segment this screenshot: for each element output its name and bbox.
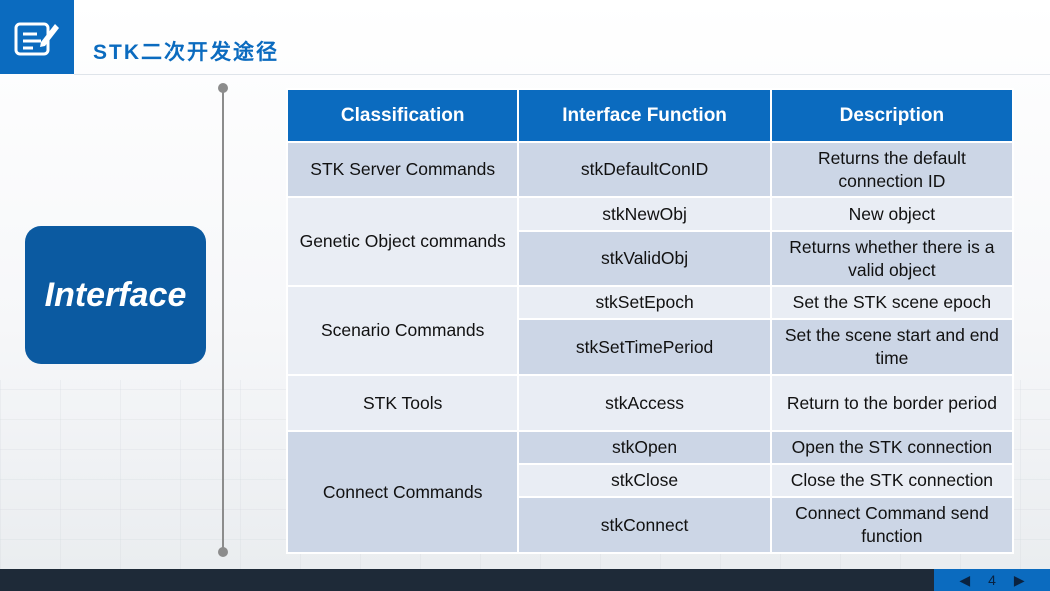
interface-label: Interface xyxy=(44,275,187,314)
table-row: stkValidObj Returns whether there is a v… xyxy=(287,230,1015,287)
table-header-row: Classification Interface Function Descri… xyxy=(285,88,1015,143)
interface-label-box: Interface xyxy=(25,226,206,364)
timeline-dot-top xyxy=(218,83,228,93)
edit-document-icon xyxy=(14,22,59,56)
description-cell: Returns whether there is a valid object xyxy=(769,230,1015,287)
function-cell: stkAccess xyxy=(517,374,772,432)
timeline-line xyxy=(222,88,224,552)
header-description: Description xyxy=(769,88,1015,143)
timeline-dot-bottom xyxy=(218,547,228,557)
table-row: Scenario Commands stkSetEpoch Set the ST… xyxy=(285,285,1015,376)
prev-triangle-icon[interactable]: ◀ xyxy=(959,571,971,588)
classification-cell: Connect Commands xyxy=(285,430,520,554)
pager: ◀ 4 ▶ xyxy=(934,569,1050,591)
description-cell: Set the scene start and end time xyxy=(769,318,1015,376)
description-cell: Return to the border period xyxy=(769,374,1015,432)
page-title: STK二次开发途径 xyxy=(93,41,279,64)
table-row: stkClose Close the STK connection xyxy=(287,463,1015,498)
table-row: Connect Commands stkOpen Open the STK co… xyxy=(285,430,1015,554)
description-cell: Set the STK scene epoch xyxy=(769,285,1015,320)
function-cell: stkNewObj xyxy=(517,196,772,232)
table-row: STK Tools stkAccess Return to the border… xyxy=(285,374,1015,432)
header-icon-box xyxy=(0,0,74,74)
description-cell: New object xyxy=(769,196,1015,232)
classification-cell: Genetic Object commands xyxy=(285,196,520,287)
function-cell: stkValidObj xyxy=(517,230,772,287)
function-cell: stkClose xyxy=(517,463,772,498)
function-cell: stkSetTimePeriod xyxy=(517,318,772,376)
interface-table: Classification Interface Function Descri… xyxy=(285,88,1015,554)
classification-cell: Scenario Commands xyxy=(285,285,520,376)
function-cell: stkSetEpoch xyxy=(517,285,772,320)
description-cell: Open the STK connection xyxy=(769,430,1015,465)
table-row: Genetic Object commands stkNewObj New ob… xyxy=(285,196,1015,287)
header-classification: Classification xyxy=(285,88,520,143)
function-cell: stkDefaultConID xyxy=(517,141,772,198)
description-cell: Connect Command send function xyxy=(769,496,1015,554)
next-triangle-icon[interactable]: ▶ xyxy=(1013,571,1025,588)
footer-bar xyxy=(0,569,1050,591)
description-cell: Returns the default connection ID xyxy=(769,141,1015,198)
table-row: stkConnect Connect Command send function xyxy=(287,496,1015,554)
classification-cell: STK Server Commands xyxy=(285,141,520,198)
page-number: 4 xyxy=(988,572,996,588)
table-row: stkSetTimePeriod Set the scene start and… xyxy=(287,318,1015,376)
description-cell: Close the STK connection xyxy=(769,463,1015,498)
function-cell: stkOpen xyxy=(517,430,772,465)
classification-cell: STK Tools xyxy=(285,374,520,432)
table-row: STK Server Commands stkDefaultConID Retu… xyxy=(285,141,1015,198)
header-divider xyxy=(74,74,1050,75)
function-cell: stkConnect xyxy=(517,496,772,554)
header-interface-function: Interface Function xyxy=(517,88,772,143)
